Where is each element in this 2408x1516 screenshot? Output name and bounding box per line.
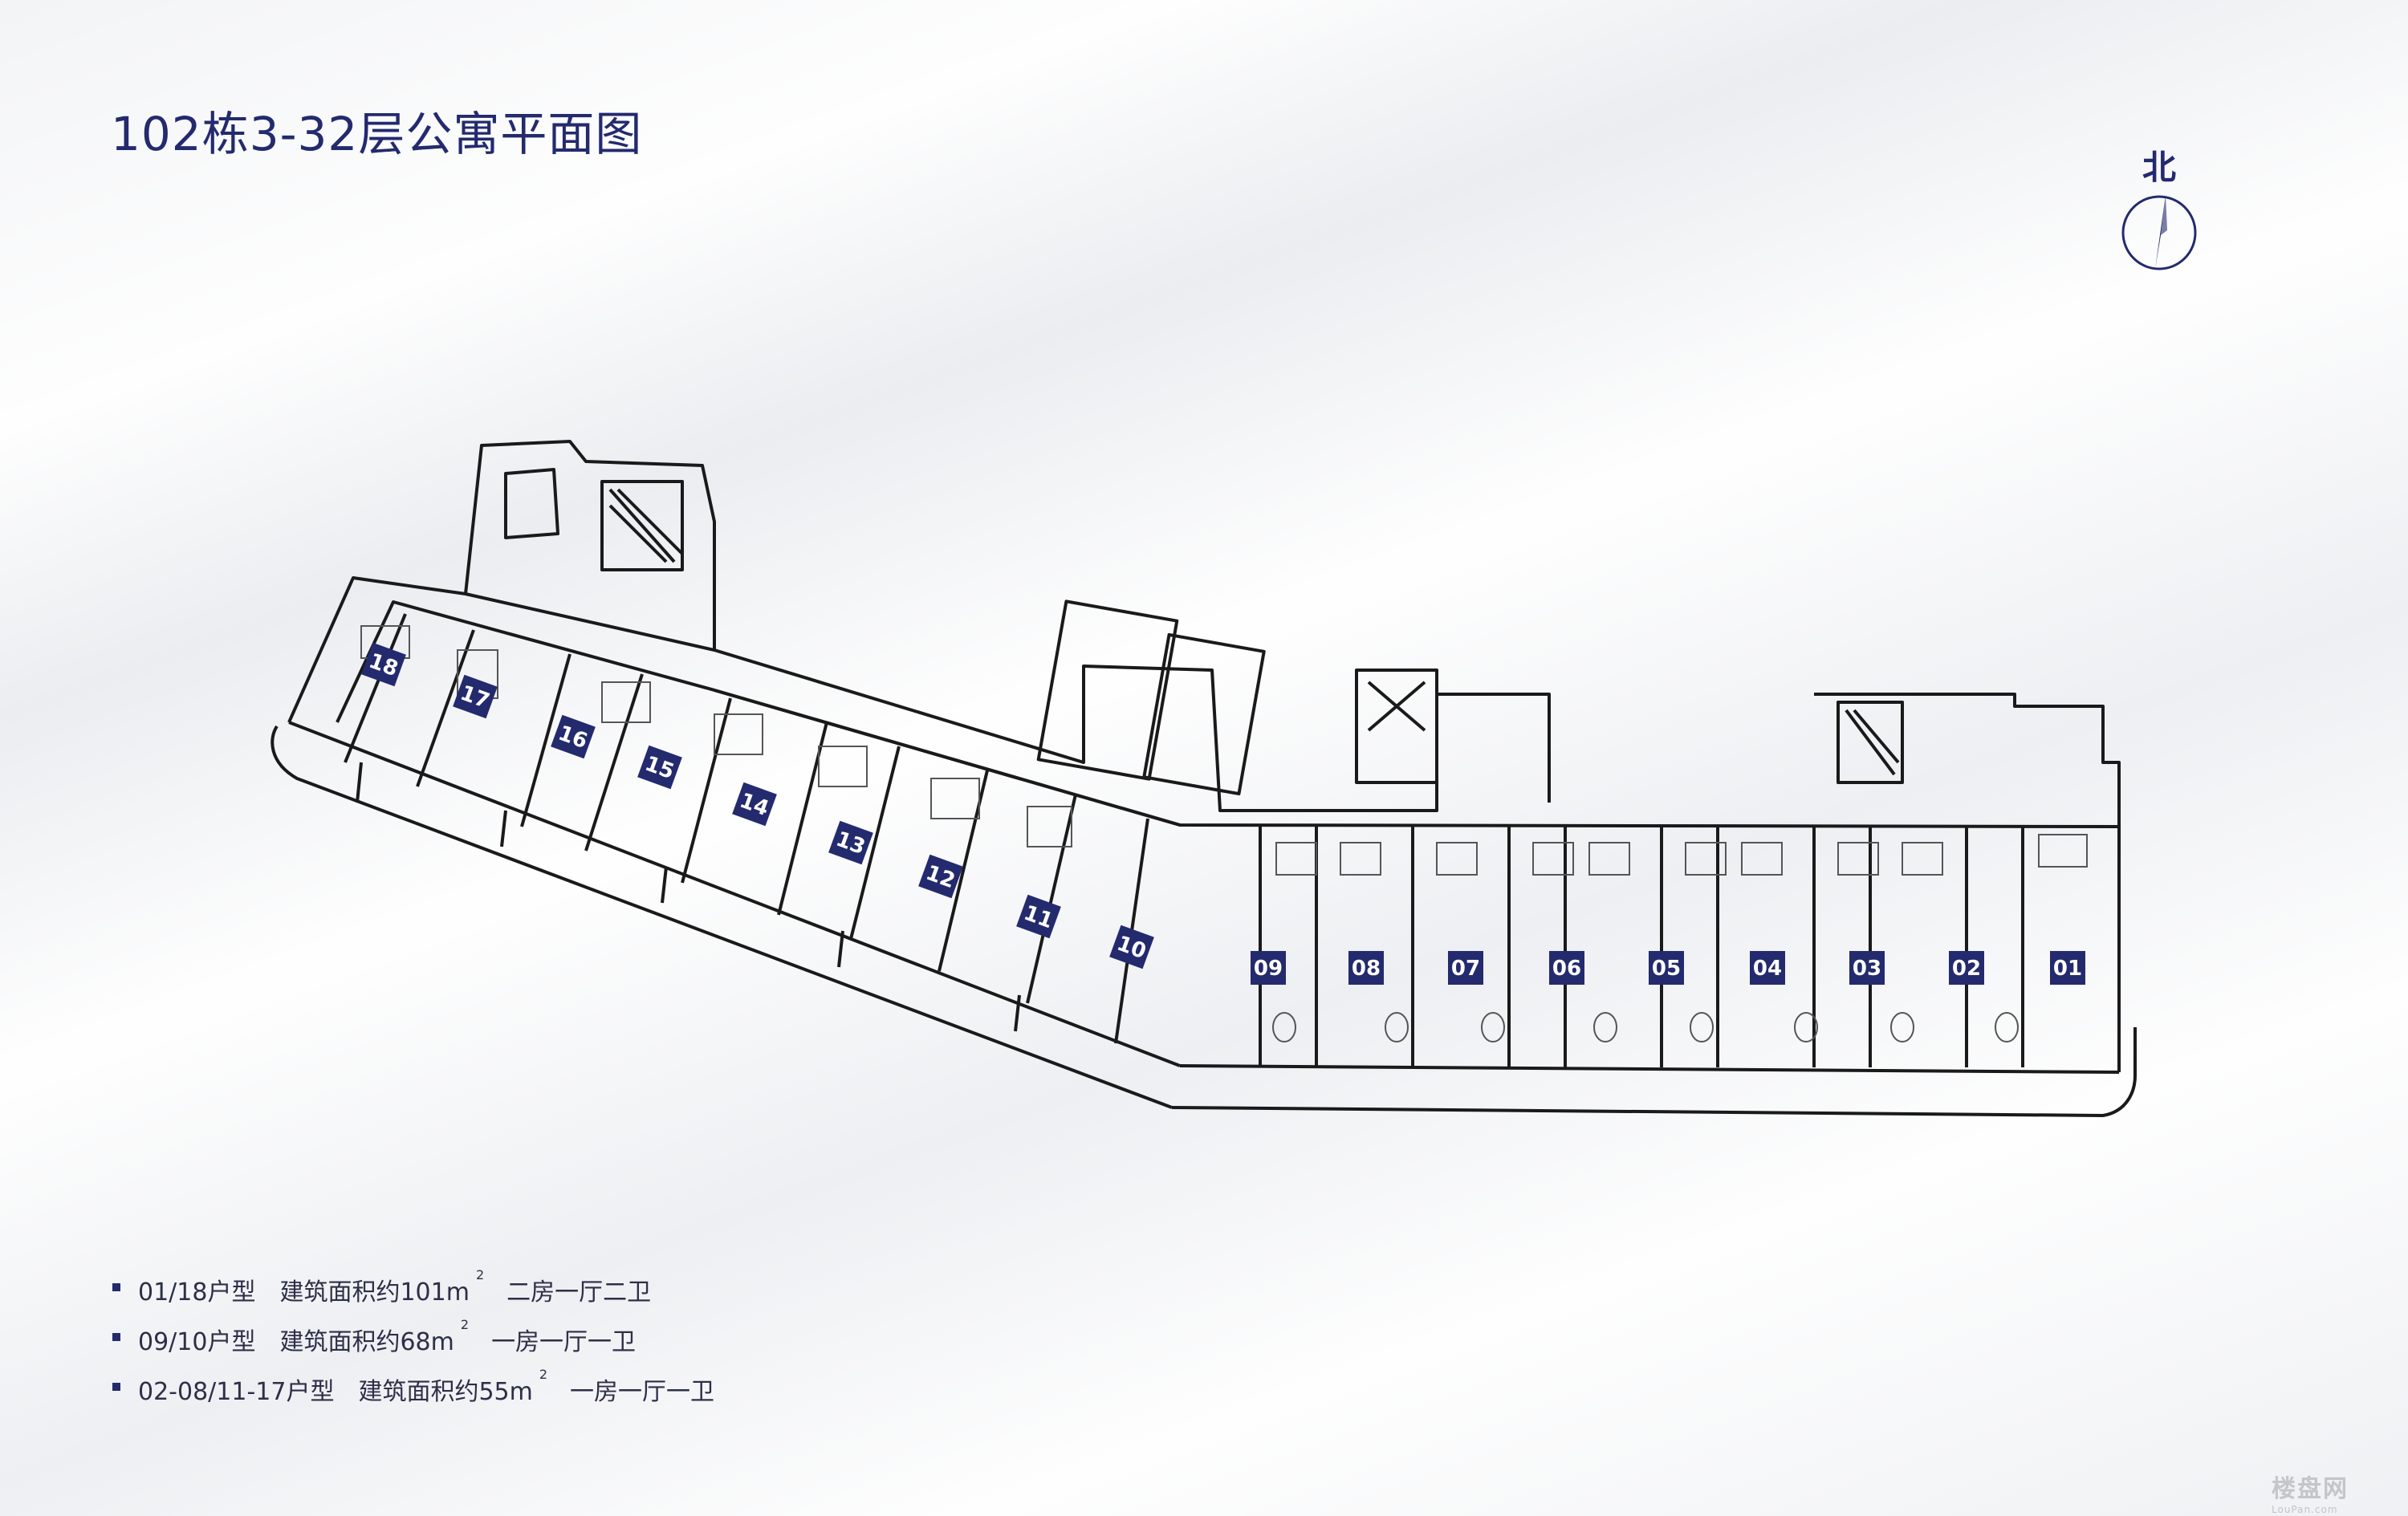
unit-tag-14: 14 [732,782,777,827]
unit-tag-15: 15 [637,745,682,790]
unit-tags: 01 02 03 04 05 06 07 08 09 10 11 12 13 1… [361,642,2085,985]
unit-tag-08: 08 [1348,951,1384,985]
floor-plan: 01 02 03 04 05 06 07 08 09 10 11 12 13 1… [270,440,2137,1117]
unit-tag-01: 01 [2050,951,2085,985]
unit-tag-03: 03 [1849,951,1885,985]
legend-area-unit-sup: 2 [539,1367,548,1382]
legend-unit-type: 01/18户型 [138,1278,256,1307]
plan-walls [270,440,2137,1117]
watermark-main: 楼盘网 [2272,1475,2349,1503]
page-title: 102栋3-32层公寓平面图 [111,107,643,161]
legend-layout: 一房一厅一卫 [491,1328,637,1356]
unit-tag-17: 17 [453,674,498,719]
watermark-sub: LouPan.com [2272,1504,2338,1515]
legend-bullet [112,1283,120,1291]
unit-tag-04: 04 [1750,951,1785,985]
svg-text:03: 03 [1853,957,1881,981]
legend-bullet [112,1383,120,1391]
legend-area: 建筑面积约68m [279,1328,454,1356]
unit-tag-16: 16 [551,714,596,759]
svg-text:04: 04 [1753,957,1782,981]
unit-tag-09: 09 [1251,951,1286,985]
legend-item: 01/18户型 建筑面积约101m 2 二房一厅二卫 [112,1267,714,1322]
north-arrow-icon [2121,195,2197,270]
svg-text:02: 02 [1952,957,1981,981]
compass: 北 [2111,140,2207,277]
legend-unit-type: 09/10户型 [138,1328,256,1356]
legend-unit-type: 02-08/11-17户型 [138,1378,335,1406]
legend-area: 建筑面积约101m [279,1278,470,1307]
legend-layout: 一房一厅一卫 [570,1378,715,1406]
unit-tag-13: 13 [828,820,873,865]
unit-tag-07: 07 [1448,951,1483,985]
unit-tag-02: 02 [1949,951,1984,985]
svg-text:01: 01 [2053,957,2082,981]
unit-tag-18: 18 [361,642,406,687]
legend-item: 09/10户型 建筑面积约68m 2 一房一厅一卫 [112,1317,714,1372]
unit-tag-05: 05 [1649,951,1684,985]
unit-tag-10: 10 [1109,925,1154,969]
compass-label: 北 [2142,148,2176,187]
plan-furniture [360,625,2088,1043]
legend-area-unit-sup: 2 [460,1317,470,1332]
legend-layout: 二房一厅二卫 [506,1278,652,1307]
legend-area-unit-sup: 2 [475,1267,485,1282]
svg-text:09: 09 [1254,957,1283,981]
svg-text:05: 05 [1652,957,1681,981]
unit-tag-06: 06 [1549,951,1584,985]
legend-area: 建筑面积约55m [358,1378,533,1406]
svg-text:07: 07 [1451,957,1480,981]
svg-text:08: 08 [1352,957,1381,981]
legend-bullet [112,1333,120,1341]
legend-item: 02-08/11-17户型 建筑面积约55m 2 一房一厅一卫 [112,1367,715,1421]
unit-tag-11: 11 [1016,894,1061,939]
legend: 01/18户型 建筑面积约101m 2 二房一厅二卫 09/10户型 建筑面积约6… [112,1267,715,1421]
watermark-logo: 楼盘网 LouPan.com [2272,1469,2349,1515]
svg-text:06: 06 [1552,957,1581,981]
unit-tag-12: 12 [918,854,963,899]
